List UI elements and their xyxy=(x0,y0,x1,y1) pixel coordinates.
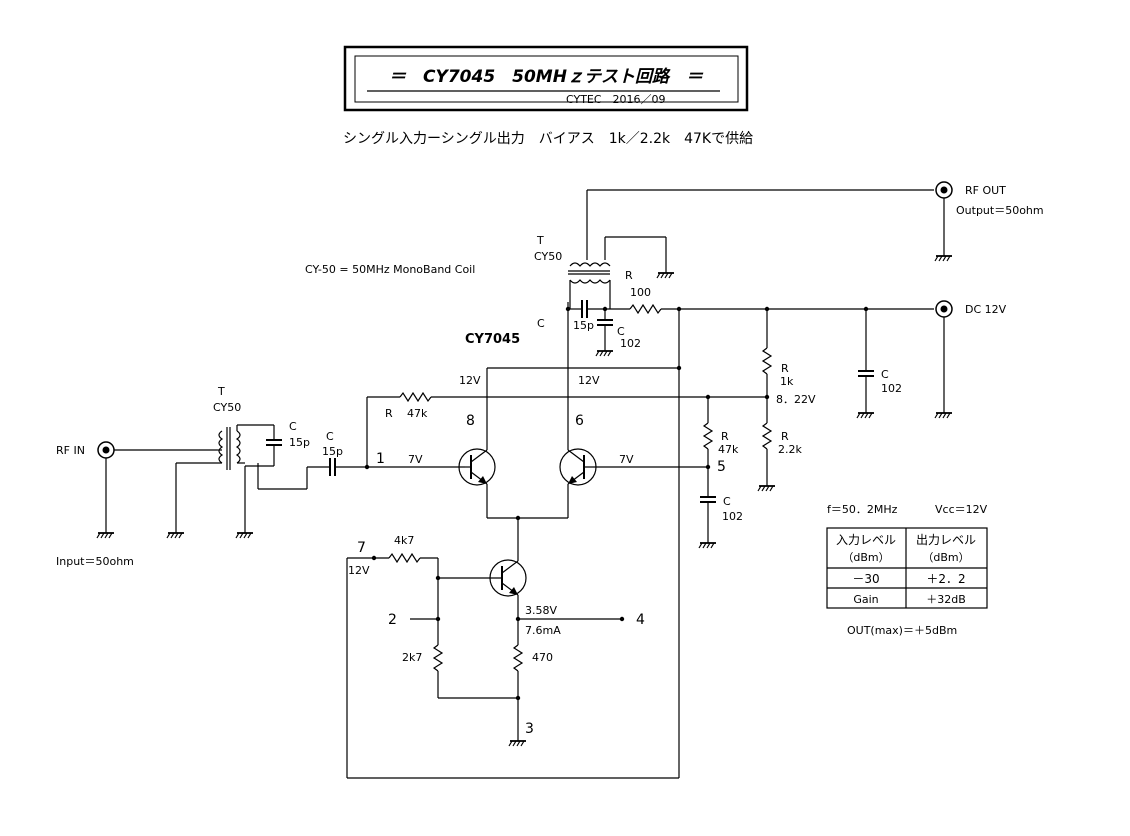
output-impedance: Output＝50ohm xyxy=(956,204,1044,217)
col-out-unit: （dBm） xyxy=(922,551,969,564)
v-bias: 8．22V xyxy=(776,393,816,406)
r-bias-right-val: 47k xyxy=(718,443,739,456)
r2k7-val: 2k7 xyxy=(402,651,422,664)
r100-ref: R xyxy=(625,269,633,282)
c-tune-out-val: 15p xyxy=(573,319,594,332)
c-byp-right-val: 102 xyxy=(722,510,743,523)
t-out-val: CY50 xyxy=(534,250,562,263)
c-tune-in-val: 15p xyxy=(289,436,310,449)
i-emitter: 7.6mA xyxy=(525,624,561,637)
v-pin1: 7V xyxy=(408,453,423,466)
c-byp-out-ref: C xyxy=(617,325,625,338)
c-byp-out-val: 102 xyxy=(620,337,641,350)
pin-7: 7 xyxy=(357,540,366,556)
row-out: ＋2．2 xyxy=(926,572,965,586)
rf-in-connector[interactable] xyxy=(97,441,115,459)
transistor-q1 xyxy=(458,448,496,486)
col-out: 出力レベル xyxy=(916,533,976,547)
pin-1: 1 xyxy=(376,451,385,467)
out-max: OUT(max)＝＋5dBm xyxy=(847,624,957,637)
gain-label: Gain xyxy=(853,593,878,606)
t-in-ref: T xyxy=(217,385,225,398)
col-in-unit: （dBm） xyxy=(842,551,889,564)
input-impedance: Input＝50ohm xyxy=(56,555,134,568)
r22k-val: 2.2k xyxy=(778,443,802,456)
dc-label: DC 12V xyxy=(965,303,1007,316)
spec-vcc: Vcc＝12V xyxy=(935,503,988,516)
v-pin8: 12V xyxy=(459,374,481,387)
c-byp-right-ref: C xyxy=(723,495,731,508)
c-dc-val: 102 xyxy=(881,382,902,395)
pin-5: 5 xyxy=(717,459,726,475)
title-main: ＝ CY7045 50MHｚテスト回路 ＝ xyxy=(389,67,704,87)
v-pin6: 12V xyxy=(578,374,600,387)
v-pin7: 12V xyxy=(348,564,370,577)
coil-note: CY-50 = 50MHz MonoBand Coil xyxy=(305,263,475,276)
r-bias-right-ref: R xyxy=(721,430,729,443)
r1k-val: 1k xyxy=(780,375,794,388)
pin-8: 8 xyxy=(466,413,475,429)
spec-freq: f＝50．2MHz xyxy=(827,503,898,516)
c-tune-in-ref: C xyxy=(289,420,297,433)
title-block: ＝ CY7045 50MHｚテスト回路 ＝ CYTEC 2016／09 xyxy=(343,45,749,112)
c-tune-out-ref: C xyxy=(537,317,545,330)
transistor-q3 xyxy=(489,559,527,597)
r22k-ref: R xyxy=(781,430,789,443)
r-bias-in-ref: R xyxy=(385,407,393,420)
rf-in-label: RF IN xyxy=(56,444,85,457)
c-couple-ref: C xyxy=(326,430,334,443)
c-couple-val: 15p xyxy=(322,445,343,458)
t-out-ref: T xyxy=(536,234,544,247)
dc-connector[interactable] xyxy=(935,300,953,318)
r470-val: 470 xyxy=(532,651,553,664)
transformer-output xyxy=(568,262,611,284)
subtitle: シングル入力ーシングル出力 バイアス 1k／2.2k 47Kで供給 xyxy=(343,131,753,147)
rf-out-connector[interactable] xyxy=(935,181,953,199)
v-pin5: 7V xyxy=(619,453,634,466)
pin-3: 3 xyxy=(525,721,534,737)
pin-2: 2 xyxy=(388,612,397,628)
ic-name: CY7045 xyxy=(465,332,520,347)
t-in-val: CY50 xyxy=(213,401,241,414)
c-dc-ref: C xyxy=(881,368,889,381)
v-emitter: 3.58V xyxy=(525,604,557,617)
row-in: －30 xyxy=(852,572,879,586)
rf-out-label: RF OUT xyxy=(965,184,1006,197)
pin-4: 4 xyxy=(636,612,645,628)
r1k-ref: R xyxy=(781,362,789,375)
r-bias-in-val: 47k xyxy=(407,407,428,420)
spec-table xyxy=(826,527,988,609)
r4k7-val: 4k7 xyxy=(394,534,414,547)
gain-value: ＋32dB xyxy=(926,593,966,606)
col-in: 入力レベル xyxy=(836,533,896,547)
transformer-input xyxy=(218,427,241,470)
r100-val: 100 xyxy=(630,286,651,299)
title-sub: CYTEC 2016／09 xyxy=(566,93,666,106)
pin-6: 6 xyxy=(575,413,584,429)
